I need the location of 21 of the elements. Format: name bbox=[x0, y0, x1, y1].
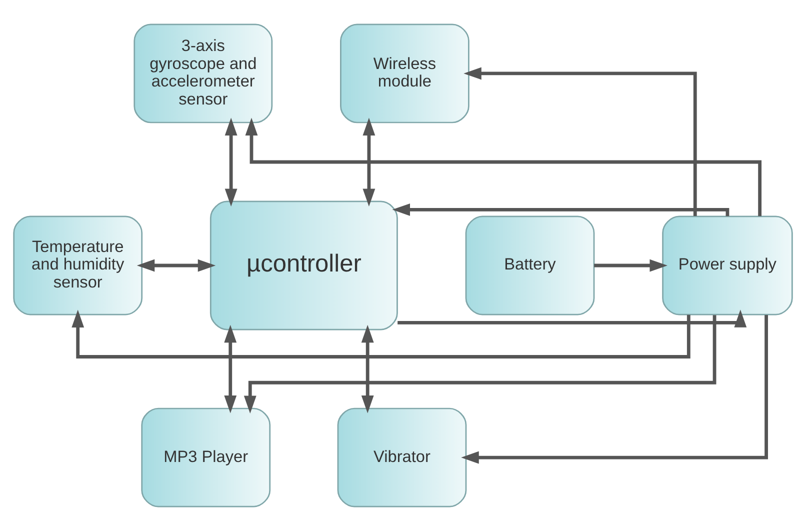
arrow bbox=[224, 324, 237, 414]
arrow bbox=[461, 314, 768, 464]
node-box: Battery bbox=[465, 216, 595, 316]
node-box: Temperature and humidity sensor bbox=[13, 216, 143, 316]
node-box: MP3 Player bbox=[141, 408, 271, 508]
node-box: Wireless module bbox=[340, 24, 470, 124]
arrow bbox=[398, 310, 747, 328]
node-box: Vibrator bbox=[337, 408, 467, 508]
arrow bbox=[245, 118, 762, 216]
arrow bbox=[244, 315, 716, 414]
arrow bbox=[224, 118, 238, 206]
node-box: µcontroller bbox=[210, 200, 398, 330]
arrow bbox=[361, 324, 374, 414]
arrow bbox=[362, 118, 376, 206]
node-box: 3-axis gyroscope and accelerometer sensor bbox=[134, 24, 273, 124]
arrow bbox=[464, 67, 697, 216]
arrow bbox=[392, 203, 730, 216]
arrow bbox=[136, 259, 216, 272]
arrow bbox=[72, 310, 690, 358]
node-box: Power supply bbox=[662, 216, 793, 316]
arrow bbox=[594, 259, 668, 272]
